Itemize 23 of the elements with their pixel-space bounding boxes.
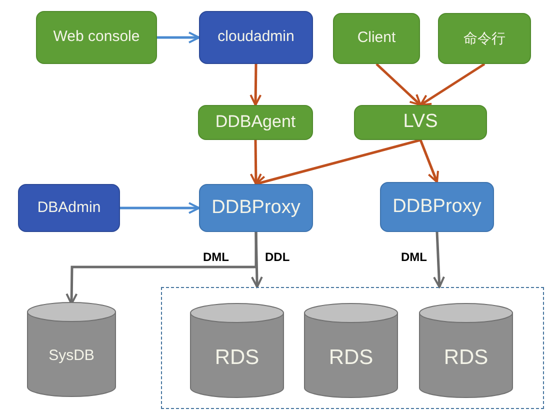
arrow [157,32,200,44]
process-box: DDBAgent [198,105,313,140]
dashed-group-box [161,287,544,409]
arrow [250,232,263,288]
process-box: DDBProxy [199,184,313,232]
arrow [376,63,422,106]
arrow [120,202,200,214]
process-box: LVS [354,105,487,140]
arrow [250,140,262,185]
arrow [419,140,439,183]
process-box: DDBProxy [380,182,494,232]
edge-label: DML [400,250,428,264]
arrow [433,232,445,288]
process-box: Web console [36,11,157,64]
arrow [250,64,262,106]
edge-label: DML [202,250,230,264]
process-box: 命令行 [438,13,531,64]
process-box: DBAdmin [18,184,120,232]
arrow [66,232,258,305]
arrow [420,62,486,106]
process-box: Client [333,13,420,64]
process-box: cloudadmin [199,11,313,64]
edge-label: DDL [264,250,291,264]
